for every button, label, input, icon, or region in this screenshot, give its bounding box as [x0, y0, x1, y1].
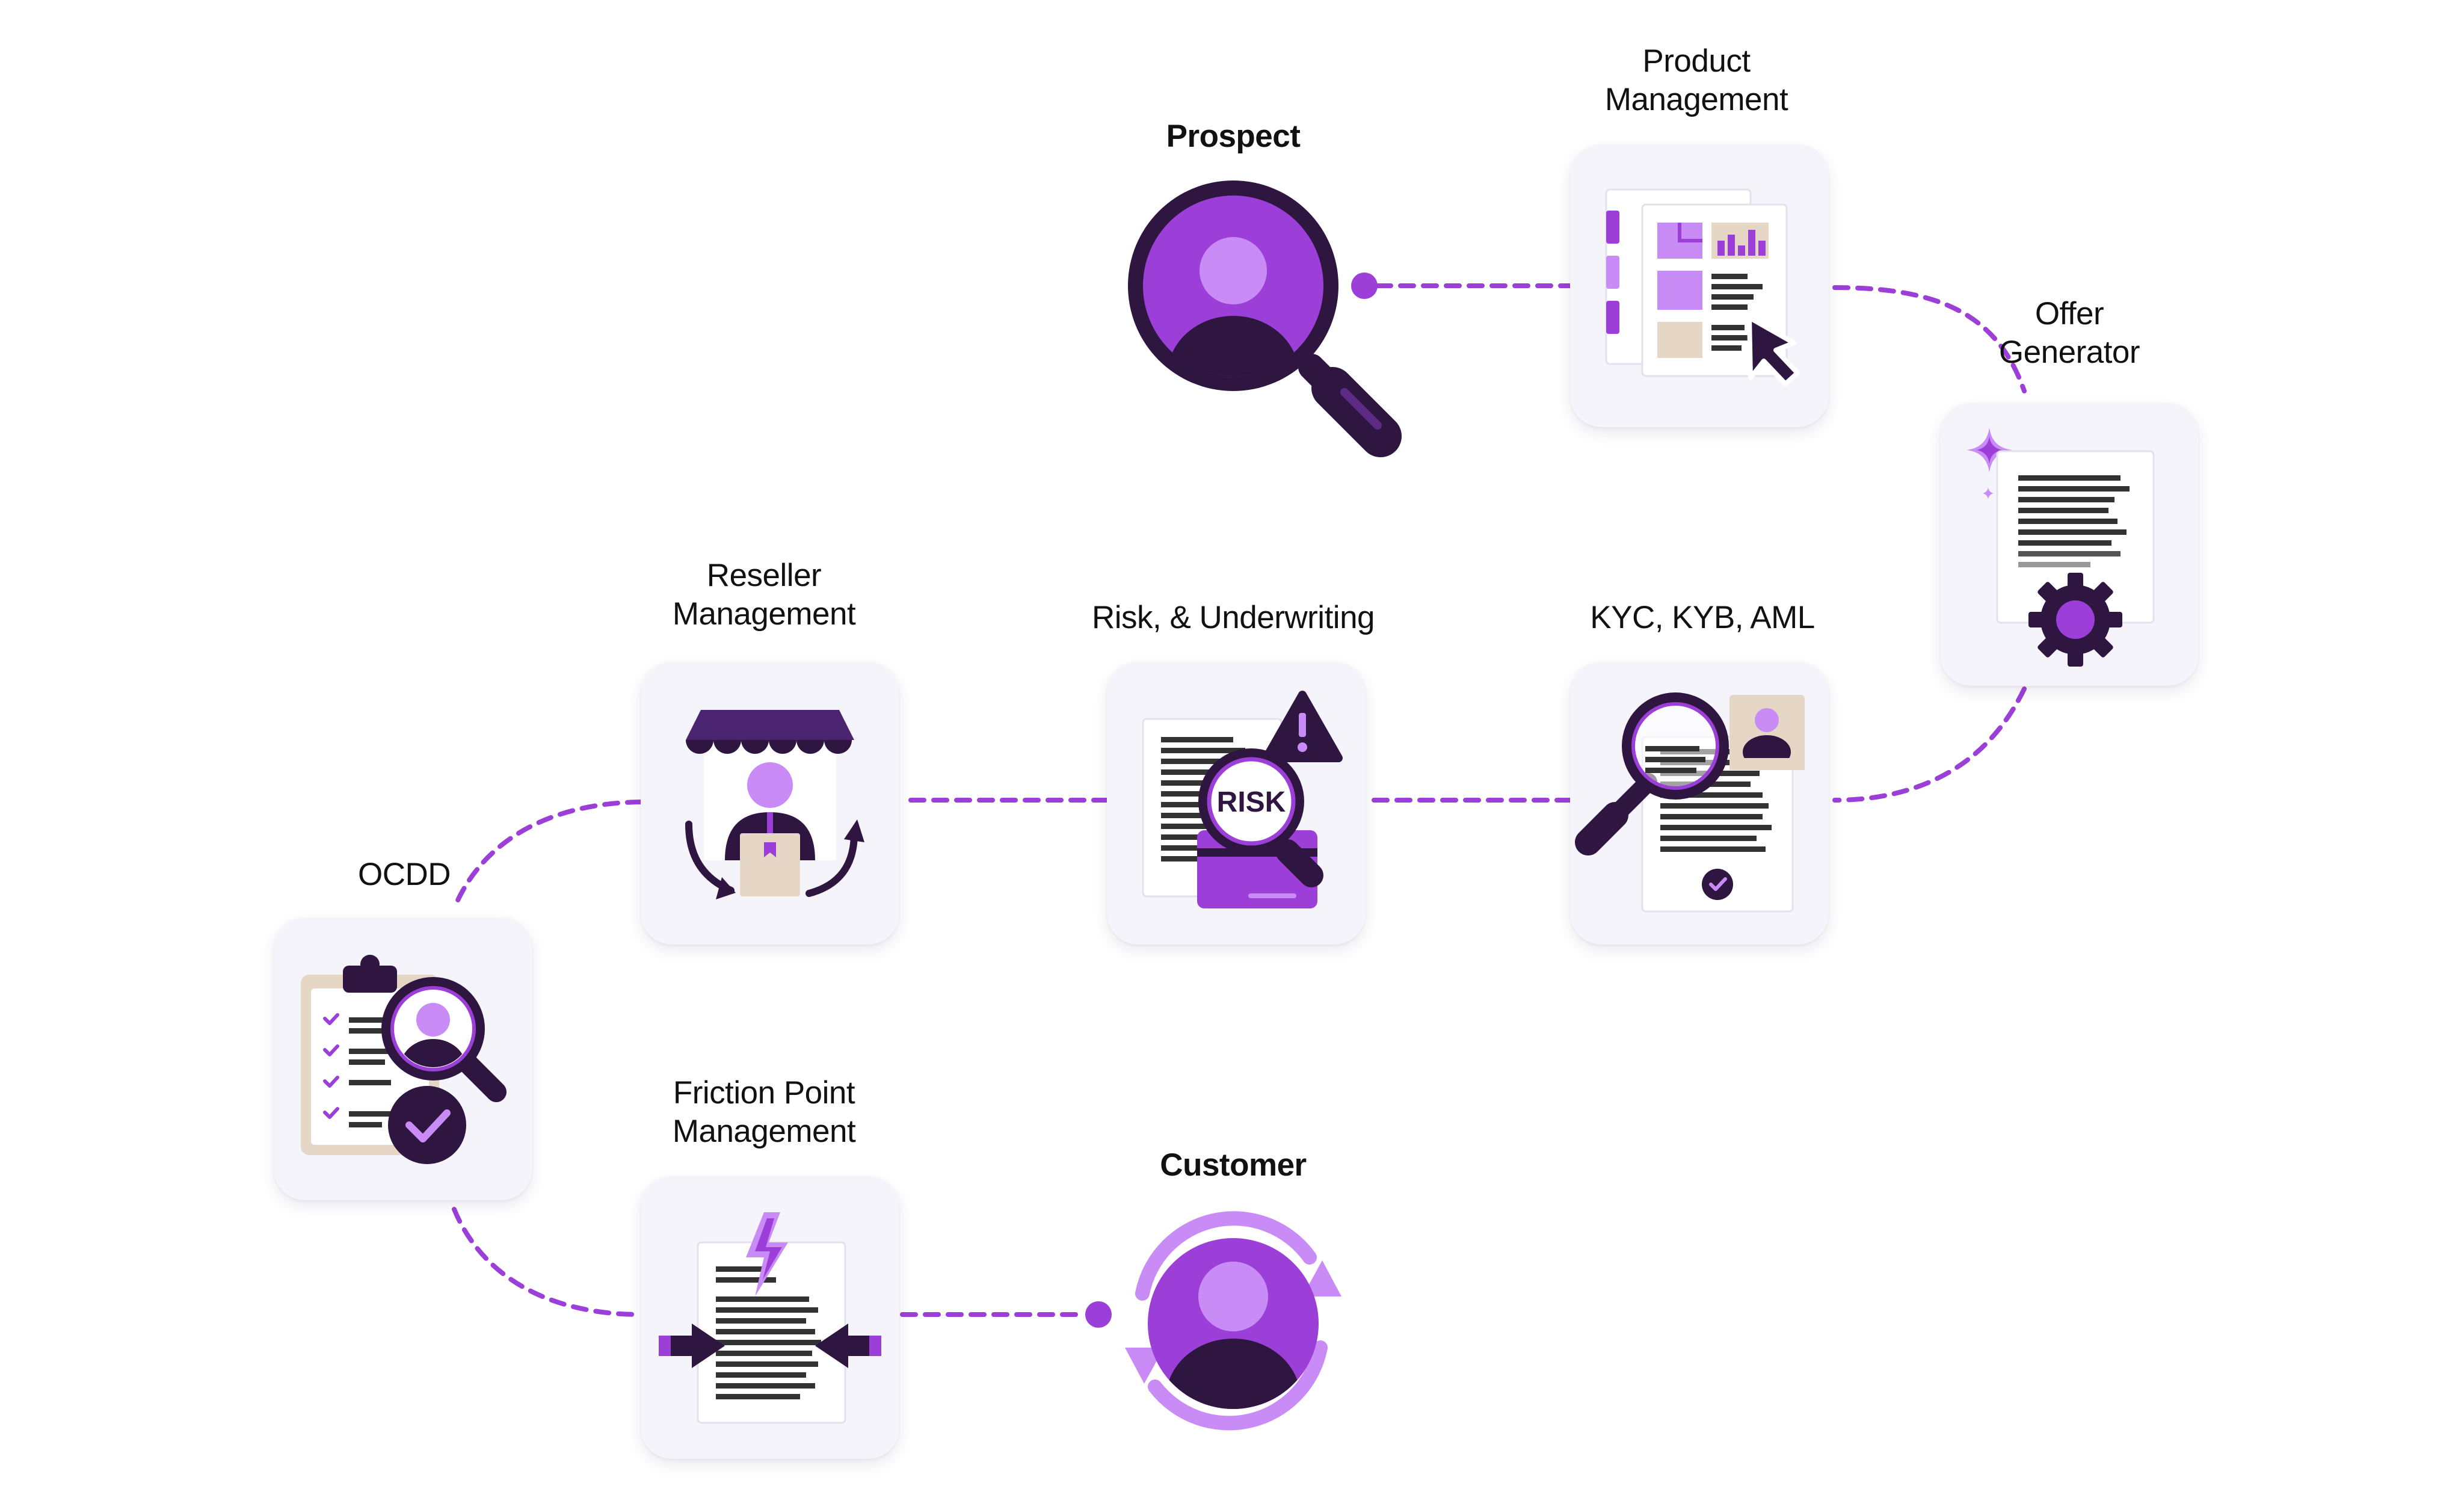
- node-customer[interactable]: [1083, 1173, 1384, 1474]
- node-offer-generator[interactable]: [1940, 403, 2199, 686]
- risk-text: RISK: [1217, 786, 1286, 818]
- dashboard-cursor-icon: [1605, 188, 1800, 386]
- node-label-product-management: Product Management: [1604, 43, 1788, 117]
- magnifier-user-icon: [1128, 180, 1402, 457]
- document-arrows-bolt-icon: [659, 1212, 881, 1424]
- node-product-management[interactable]: [1570, 144, 1829, 427]
- node-label-reseller-management: Reseller Management: [672, 558, 856, 632]
- node-label-risk: Risk, & Underwriting: [1091, 600, 1375, 635]
- user-cycle-icon: [1125, 1211, 1341, 1431]
- node-risk[interactable]: RISK: [1107, 662, 1366, 945]
- node-kyc[interactable]: [1570, 662, 1829, 945]
- node-label-prospect: Prospect: [1166, 119, 1301, 154]
- node-label-customer: Customer: [1160, 1147, 1307, 1183]
- node-reseller-management[interactable]: [641, 662, 899, 945]
- risk-card-warning-icon: RISK: [1142, 691, 1343, 908]
- node-prospect[interactable]: [1119, 180, 1420, 481]
- node-label-ocdd: OCDD: [357, 857, 451, 892]
- document-magnifier-id-icon: [1575, 692, 1805, 913]
- document-gear-icon: [1967, 427, 2155, 667]
- clipboard-check-icon: [301, 955, 507, 1164]
- connector-reseller-ocdd: [452, 800, 643, 911]
- connector-offer-kyc: [1832, 686, 2027, 803]
- node-friction-point-management[interactable]: [641, 1176, 899, 1459]
- node-label-kyc: KYC, KYB, AML: [1590, 600, 1815, 635]
- node-ocdd[interactable]: [274, 917, 532, 1200]
- connector-product-offer: [1832, 285, 2027, 393]
- connector-ocdd-friction: [452, 1207, 643, 1317]
- node-label-offer-generator: Offer Generator: [1998, 296, 2140, 370]
- node-label-friction-point-management: Friction Point Management: [672, 1075, 856, 1149]
- storefront-person-icon: [685, 710, 864, 899]
